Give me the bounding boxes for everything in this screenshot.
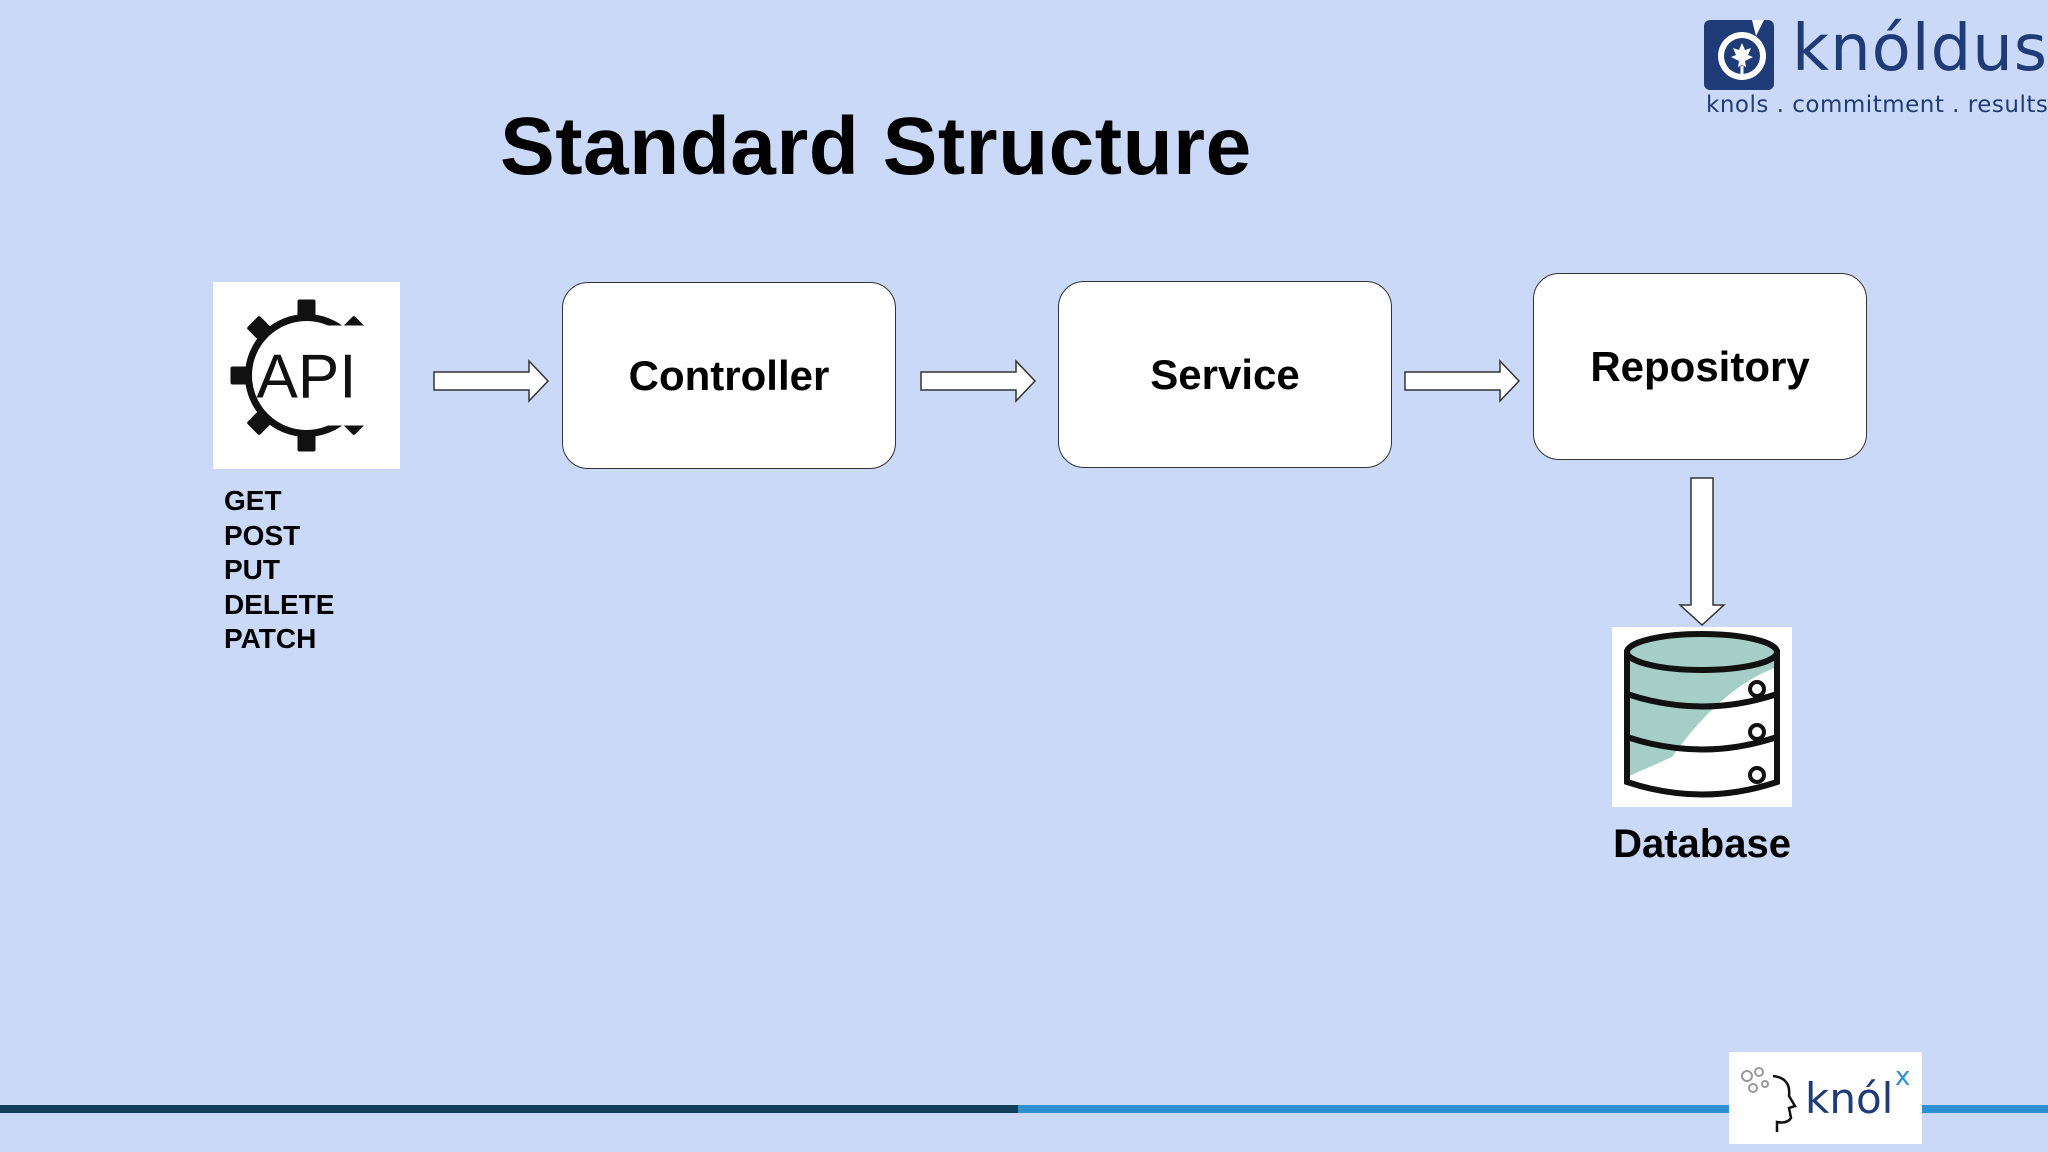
method-patch: PATCH bbox=[224, 623, 317, 654]
brand-name: knóldus bbox=[1792, 12, 2048, 86]
controller-box: Controller bbox=[562, 282, 896, 469]
slide-title: Standard Structure bbox=[500, 101, 1252, 192]
knolx-head-icon bbox=[1741, 1067, 1797, 1132]
method-put: PUT bbox=[224, 554, 280, 585]
database-icon bbox=[1624, 631, 1780, 798]
footer-bar-light bbox=[1018, 1105, 2048, 1113]
method-get: GET bbox=[224, 485, 282, 516]
knolx-badge: knól x bbox=[1729, 1052, 1922, 1144]
database-tile bbox=[1612, 627, 1792, 807]
service-box: Service bbox=[1058, 281, 1392, 468]
arrow-repository-to-database bbox=[1678, 477, 1726, 627]
repository-label: Repository bbox=[1590, 342, 1810, 390]
knoldus-emblem-icon bbox=[1704, 20, 1774, 90]
knolx-superscript: x bbox=[1895, 1062, 1911, 1092]
api-gear-icon: API bbox=[230, 299, 395, 452]
service-label: Service bbox=[1150, 350, 1300, 398]
database-label: Database bbox=[1613, 822, 1791, 866]
repository-box: Repository bbox=[1533, 273, 1867, 460]
api-icon-text: API bbox=[257, 343, 357, 412]
method-delete: DELETE bbox=[224, 588, 335, 620]
arrow-service-to-repository bbox=[1404, 359, 1521, 403]
method-post: POST bbox=[224, 519, 301, 551]
api-tile: API bbox=[213, 282, 400, 469]
brand-tagline: knols . commitment . results bbox=[1706, 92, 2048, 118]
controller-label: Controller bbox=[628, 351, 830, 399]
http-methods-list: GET POST PUT DELETE PATCH bbox=[224, 484, 334, 657]
knoldus-logo: knóldus knols . commitment . results bbox=[1704, 12, 2048, 126]
knolx-wordmark: knól bbox=[1805, 1074, 1894, 1123]
footer-bar-dark bbox=[0, 1105, 1018, 1113]
arrow-api-to-controller bbox=[433, 359, 550, 403]
arrow-controller-to-service bbox=[920, 359, 1037, 403]
